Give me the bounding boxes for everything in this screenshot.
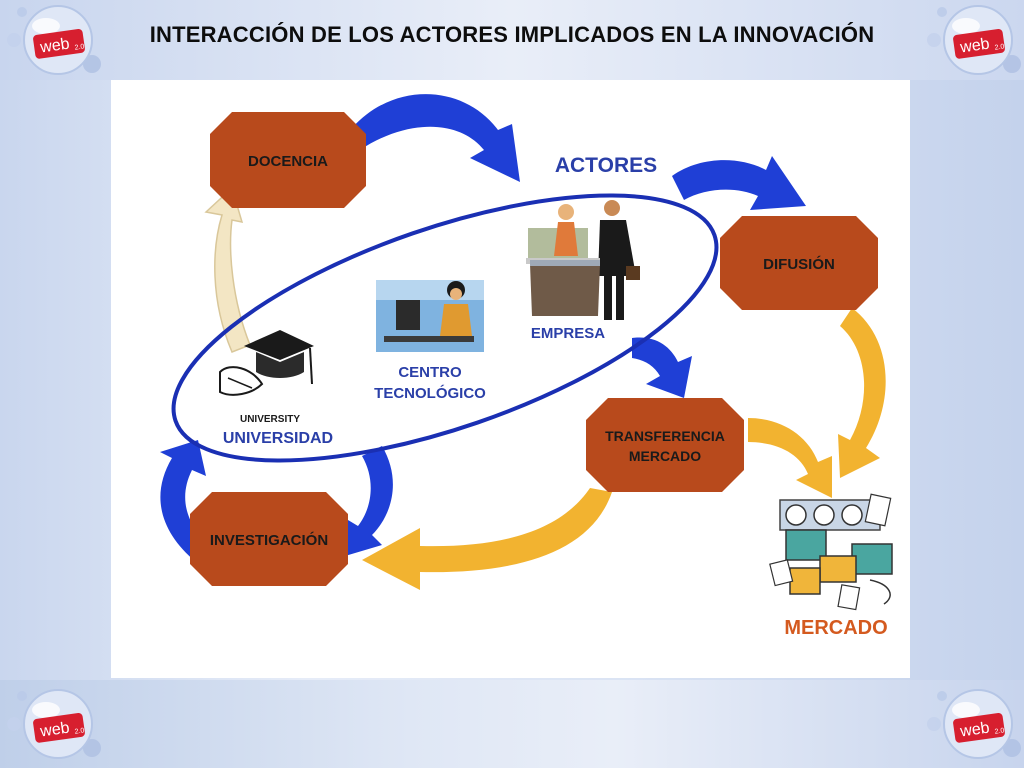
market-machines-icon xyxy=(769,493,893,611)
actors-ellipse xyxy=(171,193,719,463)
difusion-label: DIFUSIÓN xyxy=(763,255,835,273)
universidad-label: UNIVERSIDAD xyxy=(223,430,333,447)
arrow-universidad-investigacion xyxy=(345,446,393,556)
investigacion-label: INVESTIGACIÓN xyxy=(210,531,328,549)
arrow-difusion-mercado xyxy=(838,308,886,478)
web20-logo-bottom-left: web 2.0 xyxy=(0,684,104,764)
arrow-actores-difusion xyxy=(672,156,806,210)
svg-text:2.0: 2.0 xyxy=(74,43,85,51)
svg-text:web: web xyxy=(958,719,991,740)
arrow-empresa-transferencia xyxy=(632,337,692,398)
svg-text:web: web xyxy=(38,35,71,56)
graduation-cap-icon xyxy=(219,330,314,396)
web20-logo-top-right: web 2.0 xyxy=(920,0,1024,80)
node-investigacion: INVESTIGACIÓN xyxy=(190,492,348,586)
empresa-label: EMPRESA xyxy=(531,325,605,342)
arrow-investigacion-universidad xyxy=(160,440,212,562)
centro-label: CENTRO xyxy=(398,364,462,381)
web20-logo-top-left: web 2.0 xyxy=(0,0,104,80)
slide-title: INTERACCIÓN DE LOS ACTORES IMPLICADOS EN… xyxy=(149,22,875,47)
diagram-canvas: DOCENCIA DIFUSIÓN TRANSFERENCIA MERCADO … xyxy=(111,80,910,678)
computer-worker-icon xyxy=(376,280,484,352)
svg-text:web: web xyxy=(38,719,71,740)
svg-text:2.0: 2.0 xyxy=(994,43,1005,51)
web20-logo-bottom-right: web 2.0 xyxy=(920,684,1024,764)
arrow-transferencia-mercado xyxy=(748,418,832,498)
footer-band xyxy=(0,680,1024,768)
mercado-label: MERCADO xyxy=(784,617,887,639)
node-transferencia-mercado: TRANSFERENCIA MERCADO xyxy=(586,398,744,492)
arrow-docencia-actores xyxy=(352,94,520,182)
header-band xyxy=(0,0,1024,80)
mercado-node-label: MERCADO xyxy=(629,448,701,464)
arrow-transferencia-investigacion xyxy=(362,488,612,590)
svg-text:2.0: 2.0 xyxy=(74,727,85,735)
business-handshake-icon xyxy=(526,200,640,320)
university-caption: UNIVERSITY xyxy=(240,414,300,425)
svg-text:web: web xyxy=(958,35,991,56)
innovation-diagram: DOCENCIA DIFUSIÓN TRANSFERENCIA MERCADO … xyxy=(160,94,893,639)
transferencia-label: TRANSFERENCIA xyxy=(605,428,725,444)
node-docencia: DOCENCIA xyxy=(210,112,366,208)
node-difusion: DIFUSIÓN xyxy=(720,216,878,310)
svg-text:2.0: 2.0 xyxy=(994,727,1005,735)
tecnologico-label: TECNOLÓGICO xyxy=(374,384,486,402)
docencia-label: DOCENCIA xyxy=(248,153,328,170)
actores-label: ACTORES xyxy=(555,154,657,177)
